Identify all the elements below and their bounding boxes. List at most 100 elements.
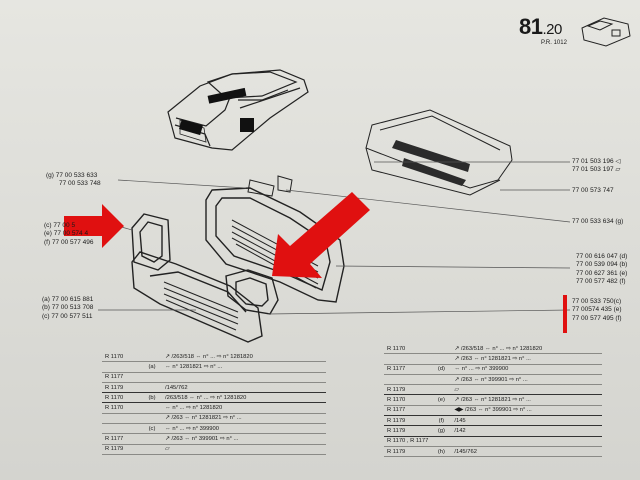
part-number: 77 01 503 196 ◁ xyxy=(572,158,621,165)
table-row: R 1177 ◀▶ /263 ⇔ n° 399901 ⇨ n° ... xyxy=(384,405,602,417)
key-cell xyxy=(431,374,452,386)
part-number: 77 01 503 197 ▱ xyxy=(572,166,621,174)
model-cell: R 1170 , R 1177 xyxy=(384,436,432,447)
detail-cell: ⇔ n° ... ⇨ n° 399900 xyxy=(162,423,326,435)
key-cell xyxy=(142,382,162,394)
model-cell: R 1177 xyxy=(102,433,142,445)
key-cell xyxy=(142,433,162,445)
key-cell: (e) xyxy=(431,394,452,406)
leader-lines xyxy=(98,161,571,315)
part-number: (f) 77 00 577 496 xyxy=(44,238,94,246)
key-cell xyxy=(431,384,452,396)
part-number: 77 00 533 750(c) xyxy=(572,298,622,305)
lower-grille-drawing xyxy=(131,251,263,343)
model-cell xyxy=(102,361,142,373)
table-row: R 1177(d)⇔ n° ... ⇨ n° 399900 xyxy=(384,364,602,375)
key-cell: (g) xyxy=(431,425,452,437)
grille-frame-drawing xyxy=(205,187,345,303)
table-row: (c)⇔ n° ... ⇨ n° 399900 xyxy=(102,423,326,435)
detail-cell: ↗ /263 ⇔ n° 1281821 ⇨ n° ... xyxy=(451,353,602,365)
table-row: R 1177 xyxy=(102,372,326,383)
key-cell xyxy=(431,353,452,365)
model-cell: R 1179 xyxy=(384,446,432,458)
highlight-bar xyxy=(563,295,567,333)
key-cell: (b) xyxy=(142,392,162,404)
model-cell xyxy=(384,374,432,386)
label-group-right-5: 77 00 533 750(c) 77 00574 435 (e) 77 00 … xyxy=(572,298,622,323)
detail-cell: /145 xyxy=(451,415,602,427)
detail-cell: ▱ xyxy=(162,444,326,455)
table-row: R 1179(g)/142 xyxy=(384,425,602,437)
detail-cell: /145/762 xyxy=(451,446,602,458)
part-number: (a) 77 00 615 881 xyxy=(42,296,94,303)
part-number: 77 00 577 495 (f) xyxy=(572,314,622,322)
part-number: 77 00574 435 (e) xyxy=(572,306,622,314)
detail-cell xyxy=(451,436,602,447)
table-row: R 1179 ▱ xyxy=(384,384,602,396)
key-cell: (d) xyxy=(431,364,452,375)
detail-cell: /145/762 xyxy=(162,382,326,394)
headlight-surround-right-drawing xyxy=(225,269,279,315)
model-cell: R 1179 xyxy=(384,384,432,396)
key-cell xyxy=(431,436,452,447)
key-cell xyxy=(142,402,162,414)
bulkhead-panel-drawing xyxy=(365,109,513,196)
detail-cell: ↗ /263 ⇔ n° 1281821 ⇨ n° ... xyxy=(451,394,602,406)
key-cell xyxy=(142,444,162,455)
table-row: R 1179▱ xyxy=(102,444,326,455)
model-cell: R 1177 xyxy=(384,405,432,417)
key-cell xyxy=(431,344,452,355)
red-arrow-right-icon xyxy=(272,192,370,278)
table-row: ↗ /263 ⇔ n° 1281821 ⇨ n° ... xyxy=(102,413,326,425)
detail-cell: ⇔ n° 1281821 ⇨ n° ... xyxy=(162,361,326,373)
label-group-right-1: 77 01 503 196 ◁ 77 01 503 197 ▱ xyxy=(572,158,620,175)
page-number-main: 81 xyxy=(519,14,543,39)
detail-cell: ↗ /263/518 ⇔ n° ... ⇨ n° 1281820 xyxy=(451,344,602,355)
model-cell: R 1179 xyxy=(384,425,432,437)
part-number: 77 00 616 047 (d) xyxy=(576,253,628,260)
table-row: R 1177 ↗ /263 ⇔ n° 399901 ⇨ n° ... xyxy=(102,433,326,445)
table-row: R 1179(f)/145 xyxy=(384,415,602,427)
model-cell: R 1177 xyxy=(384,364,432,375)
key-cell xyxy=(142,352,162,363)
key-cell: (f) xyxy=(431,415,452,427)
table-row: R 1170↗ /263/518 ⇔ n° ... ⇨ n° 1281820 xyxy=(102,352,326,363)
part-number: (c) 77 00 577 511 xyxy=(42,312,93,320)
model-cell xyxy=(384,353,432,365)
key-cell xyxy=(142,372,162,383)
detail-cell: /263/518 ⇔ n° ... ⇨ n° 1281820 xyxy=(162,392,326,404)
detail-cell xyxy=(162,372,326,383)
model-cell xyxy=(102,423,142,435)
detail-cell: ↗ /263 ⇔ n° 1281821 ⇨ n° ... xyxy=(162,413,326,425)
application-table-left: R 1170↗ /263/518 ⇔ n° ... ⇨ n° 1281820 (… xyxy=(102,352,326,455)
table-row: R 1170⇔ n° ... ⇨ n° 1281820 xyxy=(102,402,326,414)
detail-cell: ▱ xyxy=(451,384,602,396)
label-group-right-3: 77 00 533 634 (g) xyxy=(572,218,623,226)
label-group-right-2: 77 00 573 747 xyxy=(572,187,614,195)
part-number: (g) 77 00 533 633 xyxy=(46,172,98,179)
car-thumbnail-icon xyxy=(581,17,631,47)
part-number: 77 00 533 748 xyxy=(59,180,101,188)
model-cell: R 1170 xyxy=(384,394,432,406)
model-cell xyxy=(102,413,142,425)
detail-cell: ↗ /263 ⇔ n° 399901 ⇨ n° ... xyxy=(162,433,326,445)
bracket-part-drawing xyxy=(247,175,293,197)
part-number: 77 00 573 747 xyxy=(572,187,614,194)
model-cell: R 1170 xyxy=(384,344,432,355)
label-group-right-4: 77 00 616 047 (d) 77 00 539 094 (b) 77 0… xyxy=(576,253,627,286)
part-number: 77 00 533 634 (g) xyxy=(572,218,624,225)
part-number: (b) 77 00 513 708 xyxy=(42,304,94,312)
model-cell: R 1179 xyxy=(384,415,432,427)
detail-cell: ↗ /263 ⇔ n° 399901 ⇨ n° ... xyxy=(451,374,602,386)
table-row: (a)⇔ n° 1281821 ⇨ n° ... xyxy=(102,361,326,373)
application-table-right: R 1170 ↗ /263/518 ⇔ n° ... ⇨ n° 1281820 ↗… xyxy=(384,344,602,458)
detail-cell: ⇔ n° ... ⇨ n° 1281820 xyxy=(162,402,326,414)
key-cell: (a) xyxy=(142,361,162,373)
detail-cell: ◀▶ /263 ⇔ n° 399901 ⇨ n° ... xyxy=(451,405,602,417)
key-cell xyxy=(142,413,162,425)
table-row: ↗ /263 ⇔ n° 399901 ⇨ n° ... xyxy=(384,374,602,386)
part-number: (e) 77 00 574 4 xyxy=(44,230,89,238)
car-body-drawing xyxy=(167,69,309,151)
